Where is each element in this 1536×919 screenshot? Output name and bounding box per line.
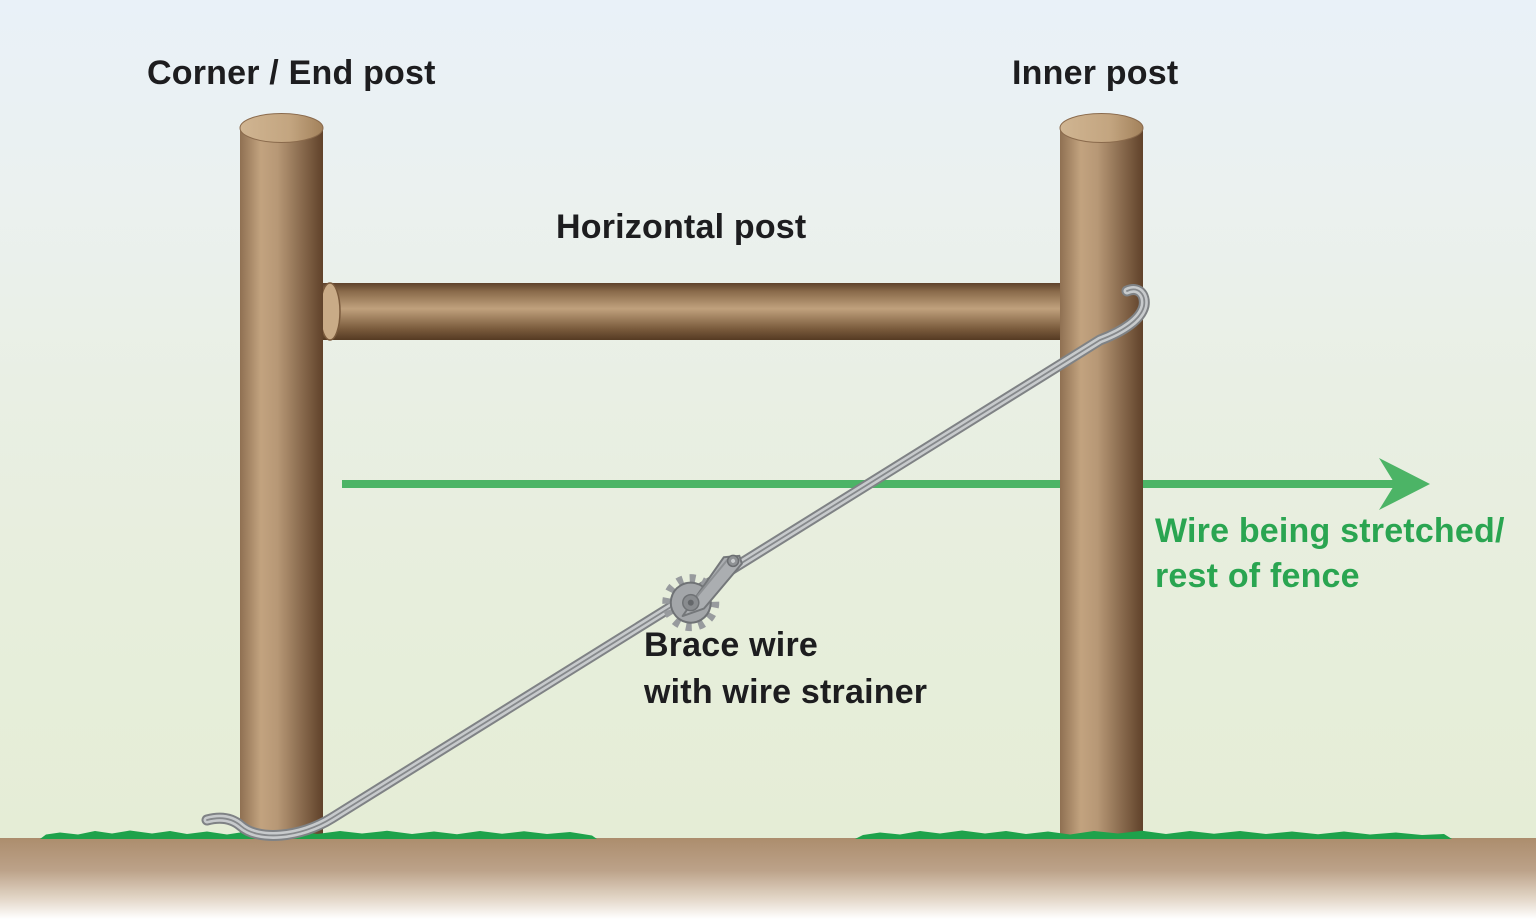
grass-right (855, 830, 1452, 839)
arrow-head-icon (1379, 458, 1430, 510)
wire-strainer (662, 554, 743, 632)
corner-post (239, 113, 324, 838)
post-top (239, 113, 324, 143)
inner-post-label: Inner post (1012, 54, 1179, 92)
stretch-arrow (342, 458, 1430, 510)
brace-wire (201, 284, 1150, 841)
inner-post (1059, 113, 1144, 838)
brace-wire-label-line1: Brace wire (644, 626, 818, 664)
brace-wire-label: Brace wire with wire strainer (644, 622, 927, 716)
horizontal-post (319, 282, 1112, 341)
stretch-wire-label: Wire being stretched/ rest of fence (1155, 509, 1505, 599)
brace-wire-label-line2: with wire strainer (644, 673, 928, 711)
soil-ground (0, 838, 1536, 919)
horizontal-post-label: Horizontal post (556, 208, 807, 246)
post-top (1059, 113, 1144, 143)
grass-left (40, 830, 597, 839)
gear-axle (687, 599, 694, 606)
corner-post-label: Corner / End post (147, 54, 436, 92)
grass (40, 830, 1452, 839)
strainer-hole-center (731, 558, 736, 563)
stretch-wire-label-line1: Wire being stretched/ (1155, 512, 1505, 550)
stretch-wire-label-line2: rest of fence (1155, 557, 1360, 595)
